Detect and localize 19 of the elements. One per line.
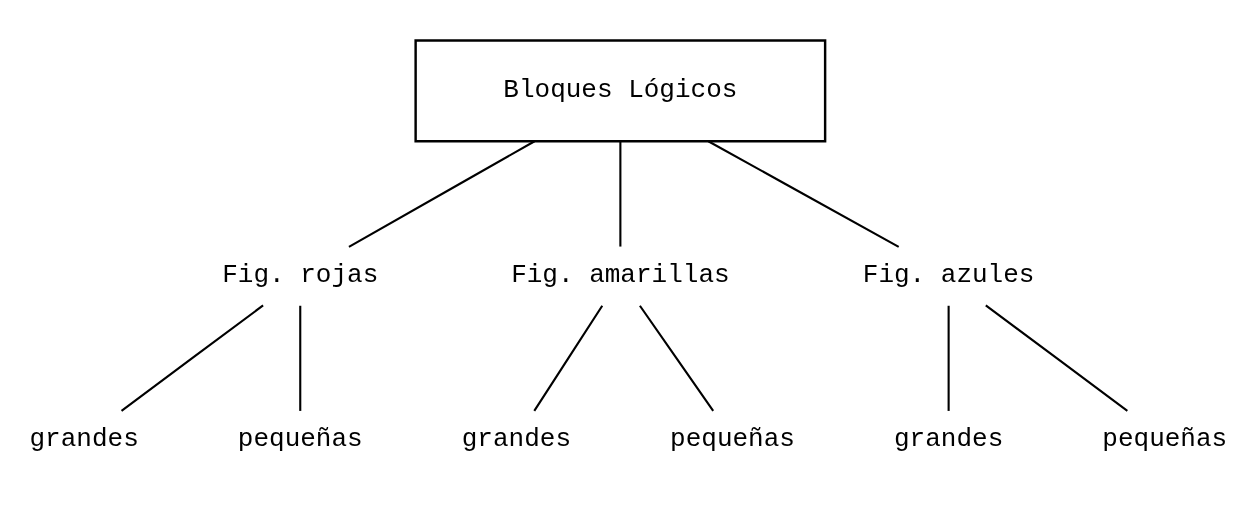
connector [533,304,604,411]
node-text: grandes [894,423,1004,454]
connector [639,304,715,412]
connector [299,305,302,411]
node-text: Fig. azules [862,259,1035,290]
node-text: grandes [29,423,139,454]
connector [947,305,950,411]
connector [985,304,1128,412]
node-text: pequeñas [1102,423,1228,454]
connector [619,140,622,247]
node-text: Fig. rojas [222,259,379,290]
connector [348,139,536,248]
node-text: pequeñas [670,423,795,454]
node-box: Bloques Lógicos [414,38,827,142]
connector [707,139,900,248]
node-text: Fig. amarillas [511,259,730,290]
connector [120,304,264,412]
node-text: grandes [461,423,571,454]
node-text: pequeñas [237,423,363,454]
